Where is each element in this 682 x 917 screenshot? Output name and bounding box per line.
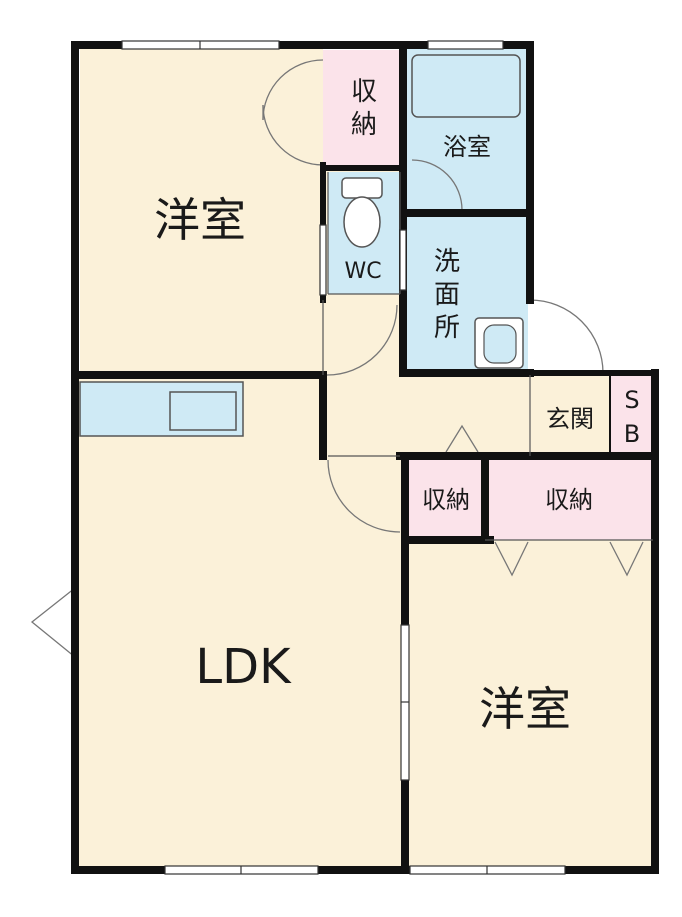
window-wc (319, 224, 327, 296)
wash-basin-icon (474, 317, 524, 369)
western-room-2-label: 洋室 (479, 682, 571, 736)
washroom-label: 洗面所 (434, 247, 460, 343)
kitchen-counter (79, 381, 244, 437)
toilet-icon (341, 177, 383, 248)
vertical-label-char: B (624, 420, 640, 448)
entrance-label: 玄関 (546, 405, 594, 433)
closet-right-floor (485, 456, 653, 540)
closet-mid-floor (405, 456, 485, 540)
western-room-2-floor (405, 540, 653, 870)
floors (75, 45, 653, 870)
bathtub (411, 54, 521, 118)
closet-right-label: 収納 (545, 486, 593, 514)
windows (121, 40, 566, 875)
window-top-bath (427, 40, 504, 50)
vertical-label-char: 所 (434, 313, 460, 343)
closet-mid-label: 収納 (422, 486, 470, 514)
vertical-label-char: 納 (351, 110, 377, 140)
closet-top-floor (323, 50, 403, 168)
bathroom-label: 浴室 (443, 133, 491, 161)
ldk-floor (75, 375, 405, 870)
closet-top-label: 収納 (351, 77, 377, 140)
vertical-label-char: 面 (434, 280, 460, 310)
shoe-box-floor (610, 373, 653, 456)
ldk-label: LDK (195, 639, 292, 695)
vertical-label-char: 洗 (434, 247, 460, 277)
shoe-box-label: SB (624, 386, 640, 448)
vertical-label-char: 収 (351, 77, 377, 107)
window-washroom (399, 229, 407, 291)
entrance-floor (530, 373, 610, 456)
western-room-1-label: 洋室 (154, 193, 246, 247)
vertical-label-char: S (624, 386, 639, 414)
western-room-1-floor (80, 45, 323, 375)
toilet-label: WC (344, 259, 381, 284)
